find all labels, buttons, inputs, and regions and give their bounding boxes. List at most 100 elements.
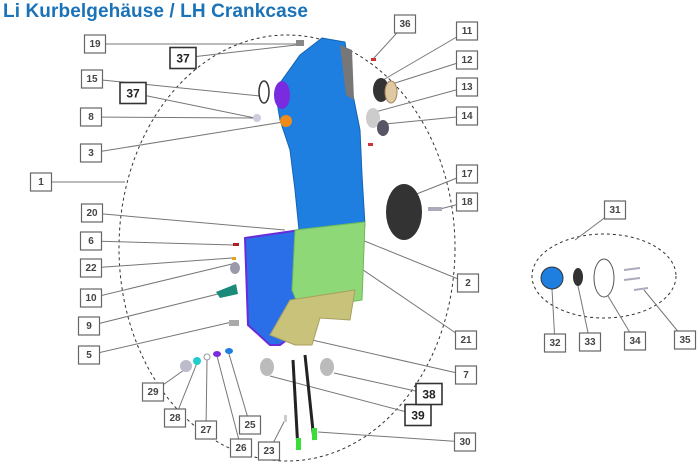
small-parts (180, 58, 649, 422)
callout-number: 8 (88, 112, 94, 123)
callout-number: 7 (463, 370, 469, 381)
leader-line (269, 375, 419, 416)
leader-line (90, 263, 233, 299)
callout-box (623, 331, 647, 351)
callout-number: 15 (86, 74, 98, 85)
callout-box (229, 438, 253, 458)
callout-5: 5 (77, 345, 101, 365)
leader-line (90, 257, 233, 269)
callout-box (79, 258, 103, 278)
callout-box (453, 432, 477, 452)
leader-line (90, 116, 256, 119)
callout-9: 9 (77, 316, 101, 336)
leader-line (361, 239, 469, 284)
leader-line (333, 372, 430, 395)
leader-line (374, 86, 468, 113)
callout-box (79, 143, 103, 163)
callout-3: 3 (79, 143, 103, 163)
leader-line (91, 78, 261, 97)
callout-box (393, 14, 417, 34)
callout-31: 31 (603, 200, 627, 220)
callout-box (415, 382, 443, 406)
callout-box (194, 420, 218, 440)
callout-number: 34 (629, 336, 641, 347)
leader-line (228, 353, 251, 426)
callout-box (80, 203, 104, 223)
callout-26: 26 (229, 438, 253, 458)
callout-number: 33 (584, 337, 596, 348)
callout-number: 18 (461, 197, 473, 208)
callout-39: 39 (404, 403, 432, 427)
callout-number: 37 (176, 52, 190, 66)
callout-box (454, 365, 478, 385)
callout-box (83, 34, 107, 54)
callout-number: 5 (86, 350, 92, 361)
callout-number: 22 (85, 263, 97, 274)
callout-box (77, 345, 101, 365)
callout-14: 14 (455, 106, 479, 126)
callout-27: 27 (194, 420, 218, 440)
leader-line (216, 355, 242, 449)
callout-number: 31 (609, 205, 621, 216)
leader-line (382, 30, 468, 81)
callout-box (543, 333, 567, 353)
callout-box (257, 441, 281, 461)
callout-box (79, 231, 103, 251)
callout-37: 37 (119, 81, 147, 105)
leader-line (384, 115, 468, 125)
callout-32: 32 (543, 333, 567, 353)
callout-number: 20 (86, 208, 98, 219)
callout-number: 10 (85, 293, 97, 304)
callout-box (455, 50, 479, 70)
callout-34: 34 (623, 331, 647, 351)
callout-18: 18 (455, 192, 479, 212)
callout-box (119, 81, 147, 105)
leader-line (182, 44, 297, 59)
callout-29: 29 (141, 382, 165, 402)
callout-7: 7 (454, 365, 478, 385)
callout-box (455, 164, 479, 184)
callout-box (77, 316, 101, 336)
leader-line (90, 121, 284, 154)
callout-number: 26 (235, 443, 247, 454)
callout-box (79, 288, 103, 308)
callout-number: 17 (461, 169, 473, 180)
callout-number: 32 (549, 338, 561, 349)
callout-21: 21 (454, 330, 478, 350)
callout-number: 19 (89, 39, 101, 50)
leader-line (317, 431, 466, 443)
callout-box (79, 107, 103, 127)
callout-1: 1 (29, 172, 53, 192)
callout-number: 38 (422, 388, 436, 402)
callout-number: 27 (200, 425, 212, 436)
callout-box (603, 200, 627, 220)
callout-number: 35 (679, 335, 691, 346)
callout-number: 39 (411, 409, 425, 423)
callout-10: 10 (79, 288, 103, 308)
callout-box (455, 192, 479, 212)
leader-line (311, 339, 467, 376)
callout-box (29, 172, 53, 192)
callout-28: 28 (163, 408, 187, 428)
callout-33: 33 (578, 332, 602, 352)
callout-15: 15 (80, 69, 104, 89)
callout-2: 2 (456, 273, 480, 293)
callout-box (455, 77, 479, 97)
callout-number: 13 (461, 82, 473, 93)
callout-number: 30 (459, 437, 471, 448)
callout-17: 17 (455, 164, 479, 184)
callout-number: 3 (88, 148, 94, 159)
callout-6: 6 (79, 231, 103, 251)
callout-number: 2 (465, 278, 471, 289)
callout-number: 28 (169, 413, 181, 424)
callout-36: 36 (393, 14, 417, 34)
callout-number: 21 (460, 335, 472, 346)
crankcase-part (243, 37, 366, 451)
leader-line (205, 359, 208, 431)
leader-line (88, 293, 219, 327)
callout-box (80, 69, 104, 89)
callout-number: 23 (263, 446, 275, 457)
callout-number: 11 (462, 26, 473, 37)
callout-box (456, 273, 480, 293)
